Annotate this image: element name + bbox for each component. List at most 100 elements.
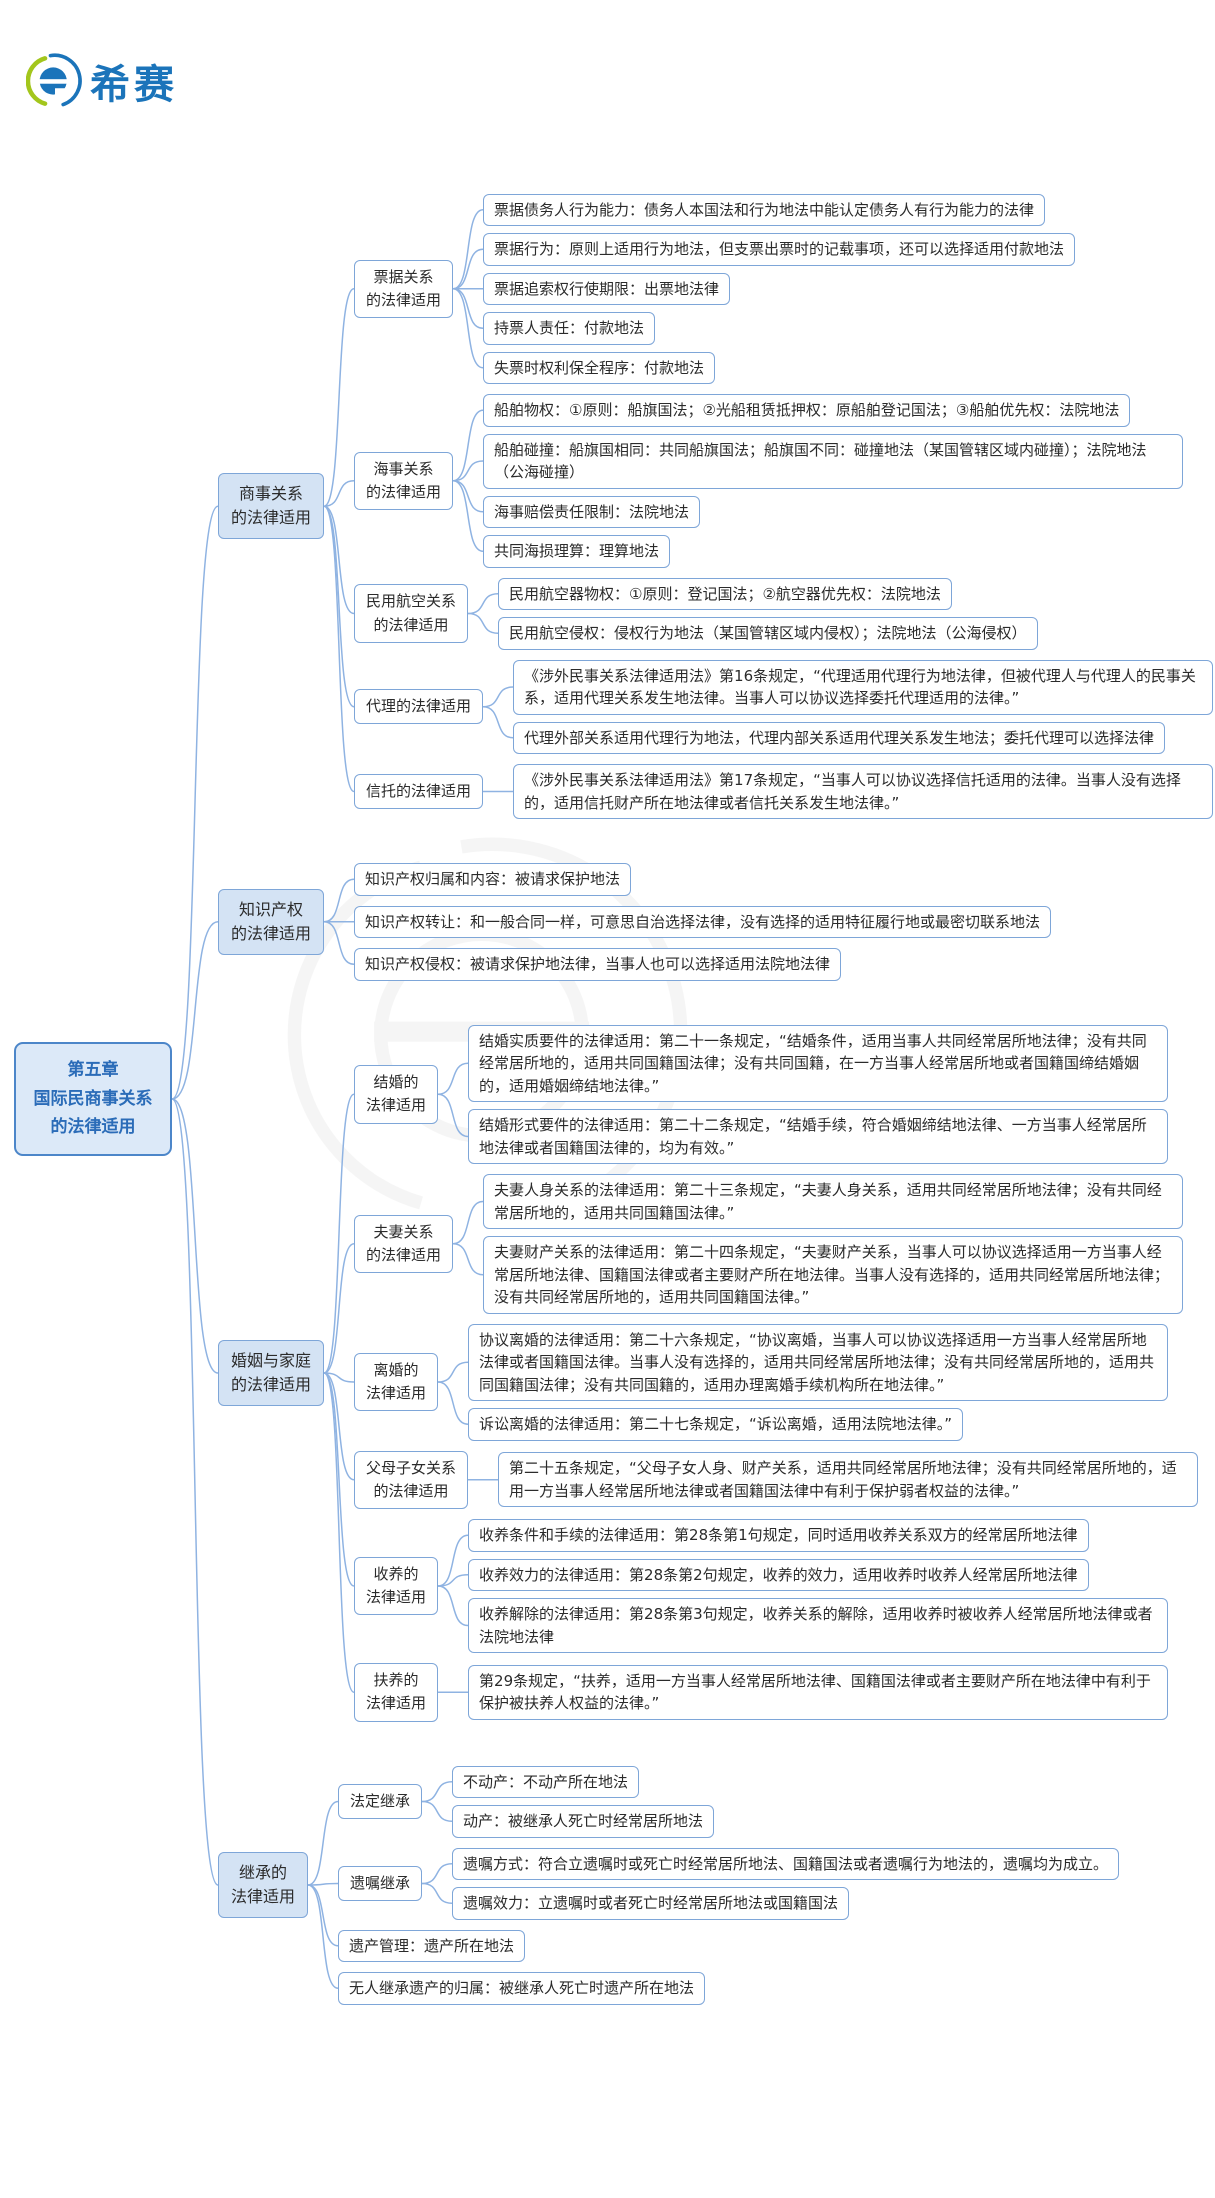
topic-row: 第五章 国际民商事关系 的法律适用 商事关系 的法律适用 票据关系 的法律适用 票据债… [14,193,1214,2005]
children-group: 《涉外民事关系法律适用法》第16条规定，“代理适用代理行为地法律，但被代理人与代… [513,659,1214,754]
detail-topic[interactable]: 《涉外民事关系法律适用法》第17条规定，“当事人可以协议选择信托适用的法律。当事… [513,764,1214,819]
children-group: 法定继承 不动产：不动产所在地法动产：被继承人死亡时经常居所地法遗嘱继承遗嘱方式：… [338,1765,1120,2005]
topic-label: 民用航空侵权：侵权行为地法（某国管辖区域内侵权）；法院地法（公海侵权） [509,624,1027,642]
detail-topic[interactable]: 协议离婚的法律适用：第二十六条规定，“协议离婚，当事人可以协议选择适用一方当事人… [468,1323,1169,1401]
detail-topic[interactable]: 共同海损理算：理算地法 [483,535,671,568]
sub-topic[interactable]: 法定继承 [338,1783,423,1820]
sub-topic[interactable]: 结婚的 法律适用 [354,1065,439,1124]
children-group: 第29条规定，“扶养，适用一方当事人经常居所地法律、国籍国法律或者主要财产所在地… [468,1664,1169,1720]
topic-row: 共同海损理算：理算地法 [483,535,671,568]
topic-label: 船舶碰撞：船旗国相同：共同船旗国法；船旗国不同：碰撞地法（某国管辖区域内碰撞）；… [494,440,1147,482]
detail-topic[interactable]: 结婚实质要件的法律适用：第二十一条规定，“结婚条件，适用当事人共同经常居所地法律… [468,1024,1169,1102]
main-topic[interactable]: 商事关系 的法律适用 [218,473,325,540]
main-topic[interactable]: 婚姻与家庭 的法律适用 [218,1340,325,1406]
detail-topic[interactable]: 民用航空器物权：①原则：登记国法；②航空器优先权：法院地法 [498,577,952,610]
topic-row: 结婚的 法律适用结婚实质要件的法律适用：第二十一条规定，“结婚条件，适用当事人共… [354,1024,1169,1164]
detail-topic[interactable]: 知识产权侵权：被请求保护地法律，当事人也可以选择适用法院地法律 [354,948,842,981]
sub-topic[interactable]: 夫妻关系 的法律适用 [354,1214,454,1273]
topic-label: 离婚的 法律适用 [366,1360,427,1402]
topic-label: 海事赔偿责任限制：法院地法 [494,502,690,521]
topic-row: 收养解除的法律适用：第28条第3句规定，收养关系的解除，适用收养时被收养人经常居… [468,1598,1169,1653]
detail-topic[interactable]: 结婚形式要件的法律适用：第二十二条规定，“结婚手续，符合婚姻缔结地法律、一方当事… [468,1109,1169,1164]
detail-topic[interactable]: 知识产权转让：和一般合同一样，可意思自治选择法律，没有选择的适用特征履行地或最密… [354,905,1052,938]
main-topic[interactable]: 知识产权 的法律适用 [218,888,325,955]
sub-topic[interactable]: 父母子女关系 的法律适用 [354,1450,469,1509]
topic-row: 商事关系 的法律适用 票据关系 的法律适用 票据债务人行为能力：债务人本国法和行为地… [218,193,1214,819]
detail-topic[interactable]: 收养解除的法律适用：第28条第3句规定，收养关系的解除，适用收养时被收养人经常居… [468,1598,1169,1653]
topic-label: 票据债务人行为能力：债务人本国法和行为地法中能认定债务人有行为能力的法律 [494,200,1035,219]
detail-topic[interactable]: 夫妻人身关系的法律适用：第二十三条规定，“夫妻人身关系，适用共同经常居所地法律；… [483,1174,1184,1229]
topic-row: 票据行为：原则上适用行为地法，但支票出票时的记载事项，还可以选择适用付款地法 [483,233,1076,266]
topic-label: 扶养的 法律适用 [366,1671,427,1713]
topic-row: 无人继承遗产的归属：被继承人死亡时遗产所在地法 [338,1972,706,2005]
detail-topic[interactable]: 收养效力的法律适用：第28条第2句规定，收养的效力，适用收养时收养人经常居所地法… [468,1558,1089,1591]
topic-row: 知识产权 的法律适用知识产权归属和内容：被请求保护地法知识产权转让：和一般合同一… [218,863,1052,981]
topic-label: 知识产权侵权：被请求保护地法律，当事人也可以选择适用法院地法律 [365,955,831,973]
topic-label: 《涉外民事关系法律适用法》第16条规定，“代理适用代理行为地法律，但被代理人与代… [524,666,1196,708]
detail-topic[interactable]: 失票时权利保全程序：付款地法 [483,351,716,384]
detail-topic[interactable]: 船舶碰撞：船旗国相同：共同船旗国法；船旗国不同：碰撞地法（某国管辖区域内碰撞）；… [483,433,1184,489]
topic-row: 收养效力的法律适用：第28条第2句规定，收养的效力，适用收养时收养人经常居所地法… [468,1558,1089,1591]
topic-label: 夫妻财产关系的法律适用：第二十四条规定，“夫妻财产关系，当事人可以协议选择适用一… [494,1243,1170,1306]
detail-topic[interactable]: 遗嘱方式：符合立遗嘱时或死亡时经常居所地法、国籍国法或者遗嘱行为地法的，遗嘱均为… [452,1847,1120,1880]
detail-topic[interactable]: 第29条规定，“扶养，适用一方当事人经常居所地法律、国籍国法律或者主要财产所在地… [468,1664,1169,1720]
detail-topic[interactable]: 遗嘱效力：立遗嘱时或者死亡时经常居所地法或国籍国法 [452,1887,850,1920]
detail-topic[interactable]: 持票人责任：付款地法 [483,312,656,345]
sub-topic[interactable]: 信托的法律适用 [354,773,484,810]
children-group: 船舶物权：①原则：船旗国法；②光船租赁抵押权：原船舶登记国法；③船舶优先权：法院… [483,394,1184,568]
detail-topic[interactable]: 代理外部关系适用代理行为地法，代理内部关系适用代理关系发生地法；委托代理可以选择… [513,721,1166,754]
sub-topic[interactable]: 海事关系 的法律适用 [354,451,454,510]
detail-topic[interactable]: 夫妻财产关系的法律适用：第二十四条规定，“夫妻财产关系，当事人可以协议选择适用一… [483,1236,1184,1314]
topic-row: 信托的法律适用 《涉外民事关系法律适用法》第17条规定，“当事人可以协议选择信托适… [354,764,1214,819]
topic-row: 收养的 法律适用 收养条件和手续的法律适用：第28条第1句规定，同时适用收养关系双… [354,1519,1169,1653]
sub-topic[interactable]: 遗嘱继承 [338,1865,423,1902]
topic-label: 民用航空关系 的法律适用 [366,592,457,634]
detail-topic[interactable]: 海事赔偿责任限制：法院地法 [483,495,701,528]
topic-label: 信托的法律适用 [366,781,472,800]
topic-label: 代理外部关系适用代理行为地法，代理内部关系适用代理关系发生地法；委托代理可以选择… [524,728,1155,747]
logo-text: 希赛 [90,62,178,108]
children-group: 结婚实质要件的法律适用：第二十一条规定，“结婚条件，适用当事人共同经常居所地法律… [468,1024,1169,1164]
children-group: 协议离婚的法律适用：第二十六条规定，“协议离婚，当事人可以协议选择适用一方当事人… [468,1323,1169,1441]
root-topic[interactable]: 第五章 国际民商事关系 的法律适用 [14,1041,172,1157]
topic-row: 结婚形式要件的法律适用：第二十二条规定，“结婚手续，符合婚姻缔结地法律、一方当事… [468,1109,1169,1164]
detail-topic[interactable]: 《涉外民事关系法律适用法》第16条规定，“代理适用代理行为地法律，但被代理人与代… [513,659,1214,715]
topic-row: 父母子女关系 的法律适用第二十五条规定，“父母子女人身、财产关系，适用共同经常居… [354,1450,1199,1509]
detail-topic[interactable]: 收养条件和手续的法律适用：第28条第1句规定，同时适用收养关系双方的经常居所地法… [468,1519,1089,1552]
sub-topic[interactable]: 离婚的 法律适用 [354,1352,439,1412]
sub-topic[interactable]: 民用航空关系 的法律适用 [354,584,469,643]
topic-row: 不动产：不动产所在地法 [452,1765,640,1798]
detail-topic[interactable]: 票据追索权行使期限：出票地法律 [483,272,731,305]
topic-row: 民用航空侵权：侵权行为地法（某国管辖区域内侵权）；法院地法（公海侵权） [498,617,1038,650]
detail-topic[interactable]: 诉讼离婚的法律适用：第二十七条规定，“诉讼离婚，适用法院地法律。” [468,1408,964,1441]
topic-row: 代理外部关系适用代理行为地法，代理内部关系适用代理关系发生地法；委托代理可以选择… [513,721,1166,754]
detail-topic[interactable]: 第二十五条规定，“父母子女人身、财产关系，适用共同经常居所地法律；没有共同经常居… [498,1452,1199,1508]
children-group: 商事关系 的法律适用 票据关系 的法律适用 票据债务人行为能力：债务人本国法和行为地… [218,193,1214,2005]
detail-topic[interactable]: 无人继承遗产的归属：被继承人死亡时遗产所在地法 [338,1972,706,2005]
topic-label: 失票时权利保全程序：付款地法 [494,358,705,377]
sub-topic[interactable]: 代理的法律适用 [354,689,484,725]
children-group: 《涉外民事关系法律适用法》第17条规定，“当事人可以协议选择信托适用的法律。当事… [513,764,1214,819]
detail-topic[interactable]: 动产：被继承人死亡时经常居所地法 [452,1805,715,1838]
children-group: 遗嘱方式：符合立遗嘱时或死亡时经常居所地法、国籍国法或者遗嘱行为地法的，遗嘱均为… [452,1847,1120,1920]
children-group: 结婚的 法律适用结婚实质要件的法律适用：第二十一条规定，“结婚条件，适用当事人共… [354,1024,1199,1722]
topic-label: 收养的 法律适用 [366,1564,427,1606]
detail-topic[interactable]: 知识产权归属和内容：被请求保护地法 [354,863,632,896]
detail-topic[interactable]: 民用航空侵权：侵权行为地法（某国管辖区域内侵权）；法院地法（公海侵权） [498,617,1038,650]
topic-row: 票据追索权行使期限：出票地法律 [483,272,731,305]
topic-label: 法定继承 [350,1791,411,1810]
children-group: 票据关系 的法律适用 票据债务人行为能力：债务人本国法和行为地法中能认定债务人有行… [354,193,1214,819]
detail-topic[interactable]: 票据债务人行为能力：债务人本国法和行为地法中能认定债务人有行为能力的法律 [483,193,1046,226]
sub-topic[interactable]: 扶养的 法律适用 [354,1663,439,1722]
detail-topic[interactable]: 船舶物权：①原则：船旗国法；②光船租赁抵押权：原船舶登记国法；③船舶优先权：法院… [483,394,1131,427]
topic-label: 不动产：不动产所在地法 [463,1772,629,1791]
sub-topic[interactable]: 收养的 法律适用 [354,1556,439,1616]
detail-topic[interactable]: 遗产管理：遗产所在地法 [338,1929,526,1962]
topic-label: 婚姻与家庭 的法律适用 [231,1351,312,1394]
sub-topic[interactable]: 票据关系 的法律适用 [354,259,454,318]
detail-topic[interactable]: 不动产：不动产所在地法 [452,1765,640,1798]
detail-topic[interactable]: 票据行为：原则上适用行为地法，但支票出票时的记载事项，还可以选择适用付款地法 [483,233,1076,266]
children-group: 民用航空器物权：①原则：登记国法；②航空器优先权：法院地法民用航空侵权：侵权行为… [498,577,1038,650]
main-topic[interactable]: 继承的 法律适用 [218,1852,309,1918]
